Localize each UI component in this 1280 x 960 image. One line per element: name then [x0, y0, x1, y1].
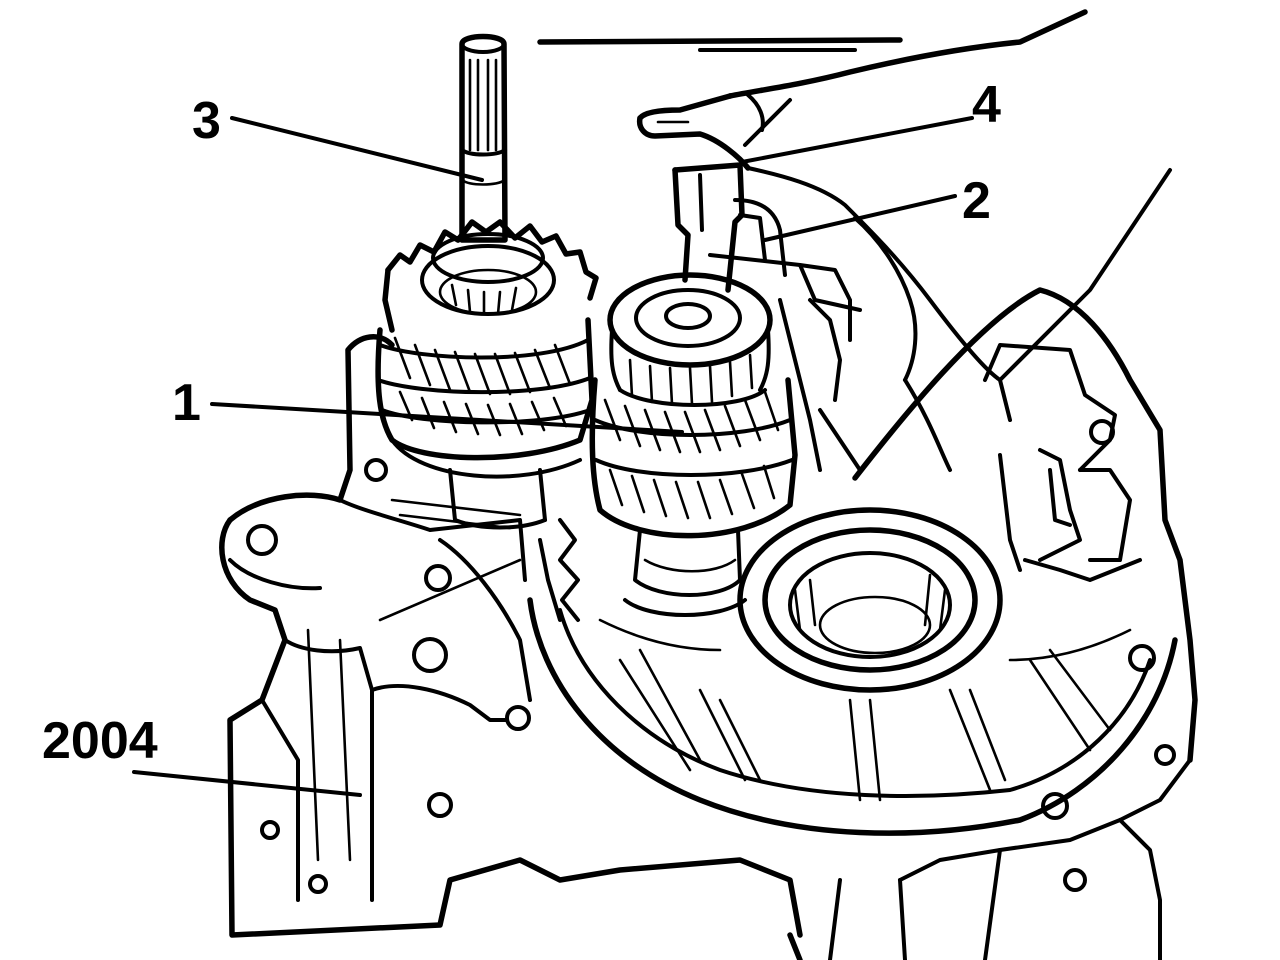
leader-line-4: [740, 116, 974, 164]
leader-line-1: [210, 402, 684, 434]
transmission-case: [219, 287, 1198, 960]
callout-4: 4: [972, 76, 1001, 134]
input-shaft: [459, 33, 508, 243]
callout-2: 2: [962, 172, 991, 230]
leader-line-3: [230, 116, 484, 182]
leader-lines: [132, 116, 974, 797]
callout-2004: 2004: [42, 712, 158, 770]
shift-fork-assembly: [672, 162, 862, 472]
input-gear-cluster: [375, 219, 599, 530]
callout-3: 3: [192, 92, 221, 150]
leader-line-2004: [132, 770, 362, 797]
callout-labels: 3 4 2 1 2004: [42, 76, 1001, 770]
leader-line-2: [763, 194, 957, 242]
callout-1: 1: [172, 374, 201, 432]
technician-hand: [537, 9, 1172, 472]
countershaft-gear-cluster: [538, 272, 798, 622]
